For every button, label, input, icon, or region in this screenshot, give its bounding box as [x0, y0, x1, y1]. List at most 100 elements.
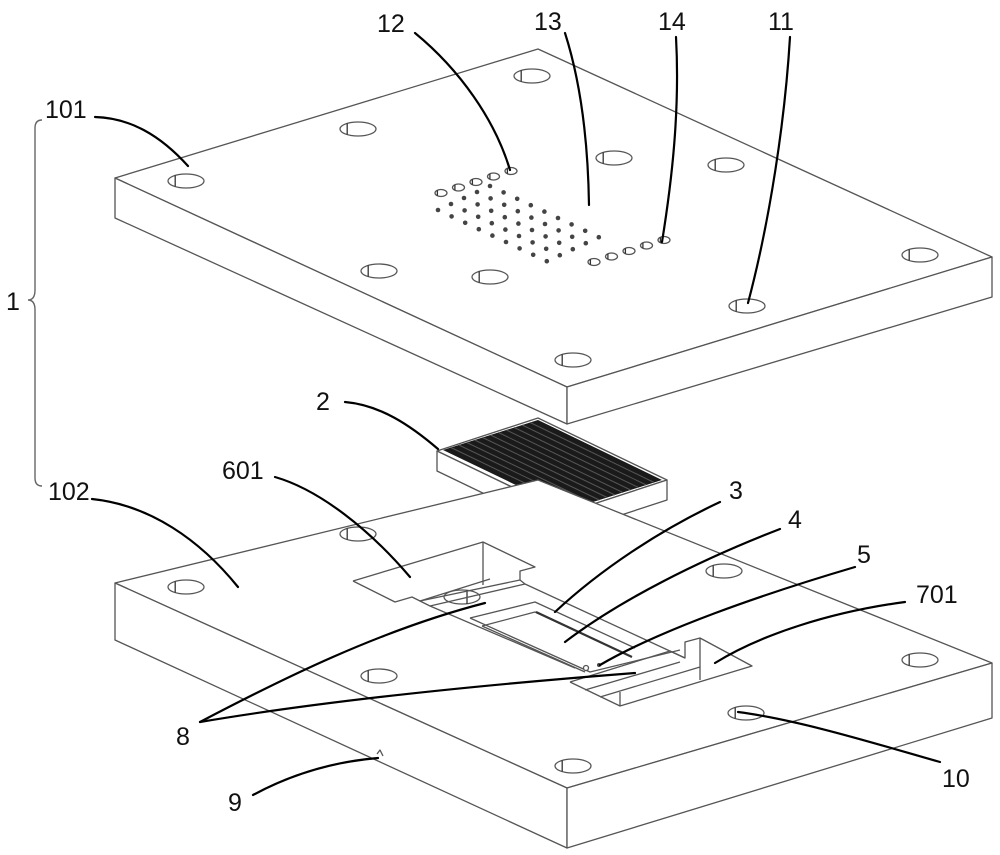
- label-13: 13: [534, 8, 562, 36]
- upper-mounting-hole: [471, 269, 509, 285]
- array-hole: [449, 214, 454, 219]
- array-hole: [490, 233, 495, 238]
- leader-2: [343, 400, 440, 451]
- upper-mounting-hole: [707, 157, 745, 173]
- rail-8-left: [419, 579, 686, 669]
- upper-plate-right-side: [566, 256, 993, 425]
- leader-5: [598, 565, 857, 667]
- leader-8a: [198, 601, 487, 724]
- array-hole: [529, 227, 535, 233]
- mesh-texture: [450, 422, 655, 508]
- upper-plate-hole-array: [434, 166, 671, 267]
- label-8: 8: [176, 723, 190, 751]
- array-hole: [542, 209, 547, 214]
- lower-plate-right-side: [566, 662, 993, 849]
- array-hole: [503, 227, 508, 232]
- array-hole: [475, 202, 480, 207]
- leader-10: [736, 710, 942, 764]
- array-hole: [569, 234, 575, 240]
- assembly-brace: [27, 119, 43, 487]
- leader-11: [746, 35, 792, 305]
- mesh-line: [498, 432, 624, 493]
- array-hole: [448, 201, 454, 207]
- label-601: 601: [222, 457, 264, 485]
- label-3: 3: [729, 477, 743, 505]
- leader-9: [251, 756, 380, 797]
- array-hole: [476, 226, 482, 232]
- pocket-4-groove: [535, 611, 633, 658]
- array-hole: [435, 207, 441, 213]
- mesh-line: [482, 437, 608, 498]
- lower-mounting-hole: [554, 758, 592, 774]
- array-hole: [516, 221, 521, 226]
- label-5: 5: [857, 541, 871, 569]
- lower-mounting-hole: [167, 579, 205, 595]
- array-hole: [542, 221, 548, 227]
- array-hole: [488, 208, 494, 214]
- label-14: 14: [658, 8, 686, 36]
- upper-mounting-hole: [360, 263, 398, 279]
- leader-13: [563, 31, 591, 207]
- leader-3: [553, 500, 722, 614]
- lower-mounting-hole: [901, 652, 939, 668]
- upper-mounting-hole: [554, 352, 592, 368]
- leader-601: [273, 475, 412, 579]
- lower-plate-102: [114, 479, 993, 849]
- label-102: 102: [48, 478, 90, 506]
- label-9: 9: [228, 789, 242, 817]
- mesh-line: [529, 422, 655, 483]
- array-hole: [514, 196, 520, 202]
- leader-14: [660, 35, 679, 244]
- leader-102: [90, 497, 240, 589]
- upper-mounting-hole: [728, 298, 766, 314]
- array-hole: [488, 196, 493, 201]
- array-hole: [489, 220, 495, 226]
- array-hole: [462, 208, 467, 213]
- array-hole: [501, 202, 507, 208]
- upper-mounting-hole: [901, 247, 939, 263]
- label-1: 1: [6, 288, 20, 316]
- leader-12: [413, 31, 512, 172]
- reference-labels: 101 1 12 13 14 11 2 102 601 3 4 5 701 8 …: [6, 8, 970, 817]
- upper-mounting-hole: [595, 150, 633, 166]
- upper-plate-101: [114, 48, 993, 425]
- label-701: 701: [916, 581, 958, 609]
- mesh-line: [490, 434, 616, 496]
- array-hole: [515, 208, 521, 214]
- mesh-line: [514, 427, 639, 488]
- leader-701: [713, 600, 907, 665]
- recess-701: [569, 637, 753, 707]
- array-hole: [556, 240, 562, 246]
- leader-4: [563, 527, 782, 644]
- label-2: 2: [316, 388, 330, 416]
- array-hole: [503, 239, 509, 245]
- array-hole: [543, 246, 549, 252]
- array-hole: [528, 202, 534, 208]
- array-hole: [530, 240, 535, 245]
- leader-8b: [198, 671, 637, 724]
- mesh-line: [474, 439, 600, 501]
- array-hole: [530, 252, 536, 258]
- array-hole: [517, 246, 522, 251]
- label-101: 101: [45, 96, 87, 124]
- recess-601: [352, 541, 536, 603]
- array-hole: [502, 214, 508, 220]
- upper-plate-mounting-holes: [167, 68, 939, 368]
- label-4: 4: [788, 506, 802, 534]
- mesh-line: [521, 424, 647, 486]
- upper-mounting-hole: [339, 121, 377, 137]
- array-hole: [487, 183, 493, 189]
- label-12: 12: [377, 10, 405, 38]
- upper-mounting-hole: [167, 173, 205, 189]
- array-hole: [596, 234, 602, 240]
- array-hole: [583, 240, 589, 246]
- label-11: 11: [768, 8, 794, 36]
- array-hole: [529, 215, 534, 220]
- lower-mounting-hole: [705, 563, 743, 579]
- array-hole: [501, 190, 506, 195]
- array-hole: [582, 228, 588, 234]
- array-hole: [555, 215, 561, 221]
- array-hole: [556, 228, 561, 233]
- array-hole: [461, 195, 467, 201]
